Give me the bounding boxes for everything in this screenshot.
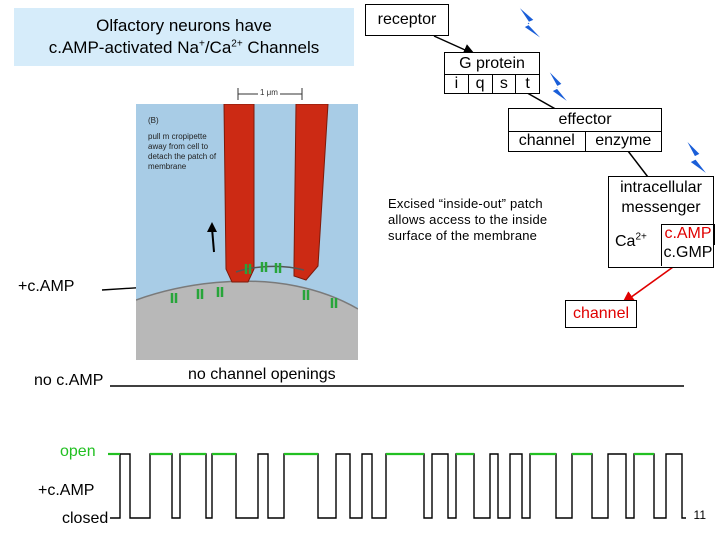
arrow-camp-channel — [621, 261, 681, 304]
plus-camp-trace-label: +c.AMP — [38, 482, 95, 499]
arrow-receptor-gprotein — [433, 35, 476, 56]
photo-instruction: pull m cropipette away from cell to deta… — [148, 132, 217, 171]
title-sup: 2+ — [231, 38, 243, 50]
plus-camp-label: +c.AMP — [18, 278, 75, 295]
receptor-label: receptor — [377, 11, 437, 28]
excised-note: Excised “inside-out” patch allows access… — [388, 196, 548, 243]
ca-text: Ca — [615, 233, 636, 250]
title-sup: + — [198, 38, 205, 50]
effector-channel: channel — [509, 132, 586, 152]
target-channel-box: channel — [565, 300, 637, 328]
title-line-1: Olfactory neurons have — [96, 16, 272, 35]
camp-label: c.AMP — [661, 224, 715, 245]
gprotein-label: G protein — [459, 55, 525, 72]
lightning-icon — [517, 5, 544, 41]
closed-label: closed — [62, 510, 109, 527]
ca-sup: 2+ — [635, 231, 647, 243]
channel-icon — [170, 262, 338, 308]
effector-parts: channel enzyme — [509, 131, 661, 152]
patch-clamp-photo: (B) pull m cropipette away from cell to … — [136, 104, 358, 360]
messenger-box: intracellular messenger Ca2+ c.AMP c.GMP — [608, 176, 715, 268]
title-line-2: c.AMP-activated Na+/Ca2+ Channels — [14, 38, 354, 58]
no-openings-label: no channel openings — [188, 366, 336, 383]
cgmp-label: c.GMP — [661, 244, 714, 266]
effector-enzyme: enzyme — [595, 132, 652, 149]
subunit-s: s — [493, 75, 517, 94]
subunit-t: t — [525, 75, 530, 92]
lightning-icon — [685, 139, 709, 176]
effector-box: effector channel enzyme — [508, 108, 662, 152]
page-number: 11 — [693, 508, 706, 522]
panel-letter: (B) — [148, 116, 159, 125]
messenger-line-2: messenger — [621, 199, 701, 216]
photo-illustration — [136, 104, 358, 360]
ca-label: Ca2+ — [615, 231, 647, 251]
receptor-box: receptor — [365, 4, 449, 36]
effector-label: effector — [558, 111, 612, 128]
title-part: Channels — [242, 38, 320, 57]
subunit-q: q — [469, 75, 493, 94]
target-channel-label: channel — [572, 305, 630, 322]
lightning-icon — [547, 69, 570, 104]
messenger-line-1: intracellular — [620, 179, 702, 196]
scale-label: 1 μm — [258, 88, 280, 97]
title-part: c.AMP-activated Na — [48, 38, 199, 57]
gprotein-subunits: i q s t — [445, 74, 539, 94]
open-label: open — [60, 443, 96, 460]
gprotein-box: G protein i q s t — [444, 52, 540, 94]
no-camp-label: no c.AMP — [34, 372, 104, 389]
title-box: Olfactory neurons have c.AMP-activated N… — [14, 8, 354, 66]
subunit-i: i — [445, 75, 469, 94]
title-part: /Ca — [204, 38, 232, 57]
